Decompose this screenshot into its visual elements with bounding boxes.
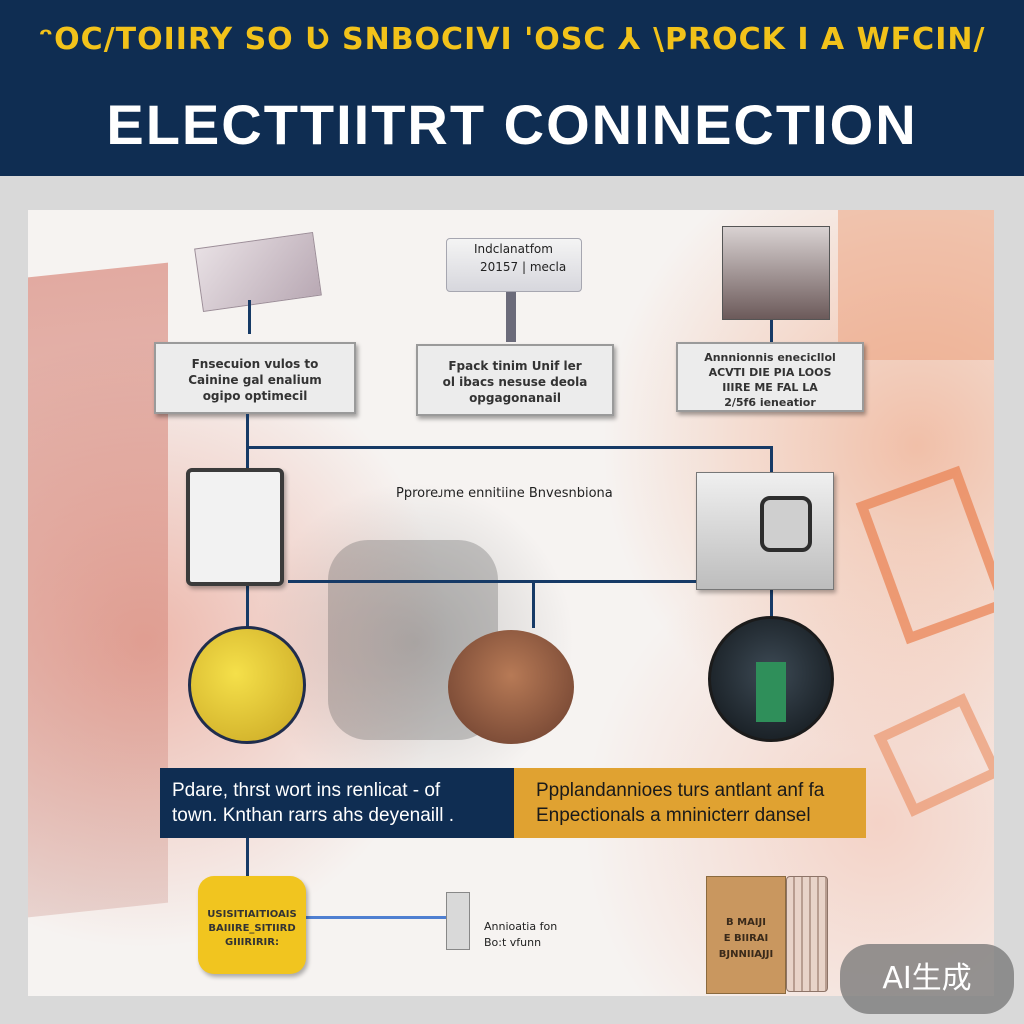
connector-right-down	[770, 580, 773, 624]
connector-left-down	[246, 580, 249, 630]
banner-right: Ppplandannioes turs antlant anf fa Enpec…	[514, 768, 866, 838]
card-right-line3: IIIRE ME FAL LA	[722, 381, 818, 394]
background-frame-right-lower	[873, 693, 994, 817]
card-center-line2: ol ibacs nesuse deola	[442, 375, 588, 389]
radiator-icon	[786, 876, 828, 992]
circle-photo-center	[448, 630, 574, 744]
infographic-panel: Indclanatfom 20157 | mecla Fnsecuion vul…	[28, 210, 994, 996]
info-card-left: Fnsecuion vulos to Cainine gal enalium o…	[154, 342, 356, 414]
header-banner: ᵔOC/TOIIRY SO Ʋ SNBOCIVI 'OSC ⅄ \PROCK I…	[0, 0, 1024, 176]
info-card-right: Annnionnis enecicllol ACVTI DIE PIA LOOS…	[676, 342, 864, 412]
arrow-down-left	[248, 300, 251, 334]
top-center-label-line2: 20157 | mecla	[480, 260, 567, 274]
device-image-bottom-center	[446, 892, 470, 950]
arrow-down-right	[770, 320, 773, 342]
page-title: ELECTTIITRT CONINECTION	[106, 93, 918, 156]
card-left-line1: Fnsecuion vulos to	[191, 357, 319, 371]
info-card-center: Fpack tinim Unif ler ol ibacs nesuse deo…	[416, 344, 614, 416]
connector-horizontal-top	[246, 446, 772, 449]
yellow-box-line3: GIIIRIRIR:	[225, 937, 279, 948]
yellow-box: USISITIAITIOAIS BAIIIRE_SITIIRD GIIIRIRI…	[198, 876, 306, 974]
bottom-center-label-line2: Bo:t vfunn	[484, 936, 542, 949]
circle-photo-left	[188, 626, 306, 744]
connector-vertical-left	[246, 414, 249, 474]
green-cable-icon	[756, 662, 786, 722]
brown-box: B MAIJI E BIIRAI BJNNIIAJJI	[706, 876, 786, 994]
header-top-text: ᵔOC/TOIIRY SO Ʋ SNBOCIVI 'OSC ⅄ \PROCK I…	[38, 22, 986, 57]
connector-branch-center	[532, 582, 535, 628]
yellow-box-line1: USISITIAITIOAIS	[207, 909, 297, 920]
device-image-top-left	[194, 231, 322, 313]
device-image-top-right	[722, 226, 830, 320]
connector-vertical-right	[770, 446, 773, 476]
background-frame-right	[855, 465, 994, 645]
banner-right-line1: Ppplandannioes turs antlant anf fa	[536, 780, 825, 801]
card-right-line4: 2/5f6 ieneatior	[724, 396, 816, 409]
middle-label: Pproreᴊme ennitiine Bnvesnbiona	[396, 486, 613, 501]
connector-horizontal-middle	[288, 580, 744, 583]
card-right-line1: Annnionnis enecicllol	[704, 351, 836, 364]
banner-left: Pdare, thrst wort ins renlicat - of town…	[160, 768, 514, 838]
card-center-line3: opgagonanail	[469, 391, 561, 405]
card-right-line2: ACVTI DIE PIA LOOS	[708, 366, 832, 379]
yellow-box-line2: BAIIIRE_SITIIRD	[208, 923, 296, 934]
card-center-line1: Fpack tinim Unif ler	[448, 359, 582, 373]
background-building-left	[28, 262, 168, 918]
ai-generated-badge: AI生成	[840, 944, 1014, 1014]
brown-box-line3: BJNNIIAJJI	[718, 949, 774, 960]
tablet-device-image	[186, 468, 284, 586]
meter-dial-icon	[760, 496, 812, 552]
card-left-line2: Cainine gal enalium	[188, 373, 322, 387]
top-center-label-line1: Indclanatfom	[474, 242, 553, 256]
banner-right-line2: Enpectionals a mninicterr dansel	[536, 805, 811, 826]
banner-left-line1: Pdare, thrst wort ins renlicat - of	[172, 780, 441, 801]
banner-left-line2: town. Knthan rarrs ahs deyenaill .	[172, 805, 454, 826]
connector-stem-icon	[506, 292, 516, 342]
background-block-right-top	[838, 210, 994, 360]
connector-bottom-horizontal	[306, 916, 446, 919]
device-image-top-center	[446, 238, 582, 292]
brown-box-line1: B MAIJI	[726, 917, 766, 928]
card-left-line3: ogipo optimecil	[202, 389, 308, 403]
brown-box-line2: E BIIRAI	[723, 933, 769, 944]
bottom-center-label-line1: Annioatia fon	[484, 920, 558, 933]
